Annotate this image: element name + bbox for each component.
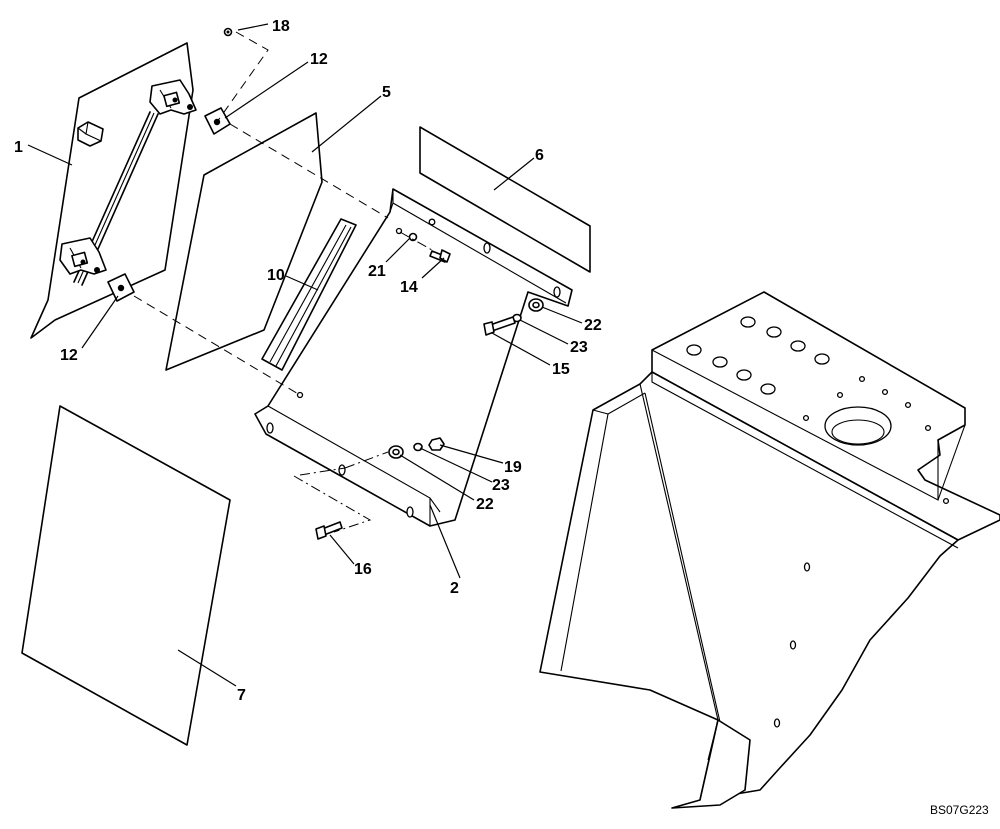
part-7-panel: [21, 405, 231, 746]
part-23-lockwasher-lower: [413, 442, 423, 452]
part-22-washer-lower: [388, 445, 404, 459]
callout-14: 14: [400, 279, 418, 296]
callout-2: 2: [450, 580, 459, 597]
part-6-strip: [419, 126, 591, 273]
part-15-bolt: [483, 316, 516, 336]
callout-12-lower: 12: [60, 347, 78, 364]
callout-10: 10: [267, 267, 285, 284]
callout-1: 1: [14, 139, 23, 156]
part-5-panel: [165, 112, 323, 371]
callout-labels: 1 2 5 6 7 10 12 12 14 15 16 18 19 21 22 …: [14, 18, 989, 817]
part-18-nut: [223, 27, 233, 37]
callout-12-upper: 12: [310, 51, 328, 68]
enclosure-housing: [539, 291, 1000, 809]
callout-5: 5: [382, 84, 391, 101]
callout-23-upper: 23: [570, 339, 588, 356]
drawing-code: BS07G223: [930, 803, 989, 817]
callout-21: 21: [368, 263, 386, 280]
callout-22-lower: 22: [476, 496, 494, 513]
callout-23-lower: 23: [492, 477, 510, 494]
callout-22-upper: 22: [584, 317, 602, 334]
part-21-washer: [408, 232, 418, 242]
leader-lines: [27, 23, 583, 687]
callout-15: 15: [552, 361, 570, 378]
part-16-bolt: [315, 521, 343, 540]
callout-6: 6: [535, 147, 544, 164]
part-2-bracket-plate: [254, 188, 573, 527]
callout-19: 19: [504, 459, 522, 476]
alignment-lines: [133, 31, 433, 533]
part-19-nut: [428, 437, 445, 451]
callout-16: 16: [354, 561, 372, 578]
callout-7: 7: [237, 687, 246, 704]
callout-18: 18: [272, 18, 290, 35]
part-22-washer-upper: [528, 298, 544, 312]
part-1-door-panel: [30, 42, 197, 339]
part-12-clip-lower: [107, 273, 135, 302]
